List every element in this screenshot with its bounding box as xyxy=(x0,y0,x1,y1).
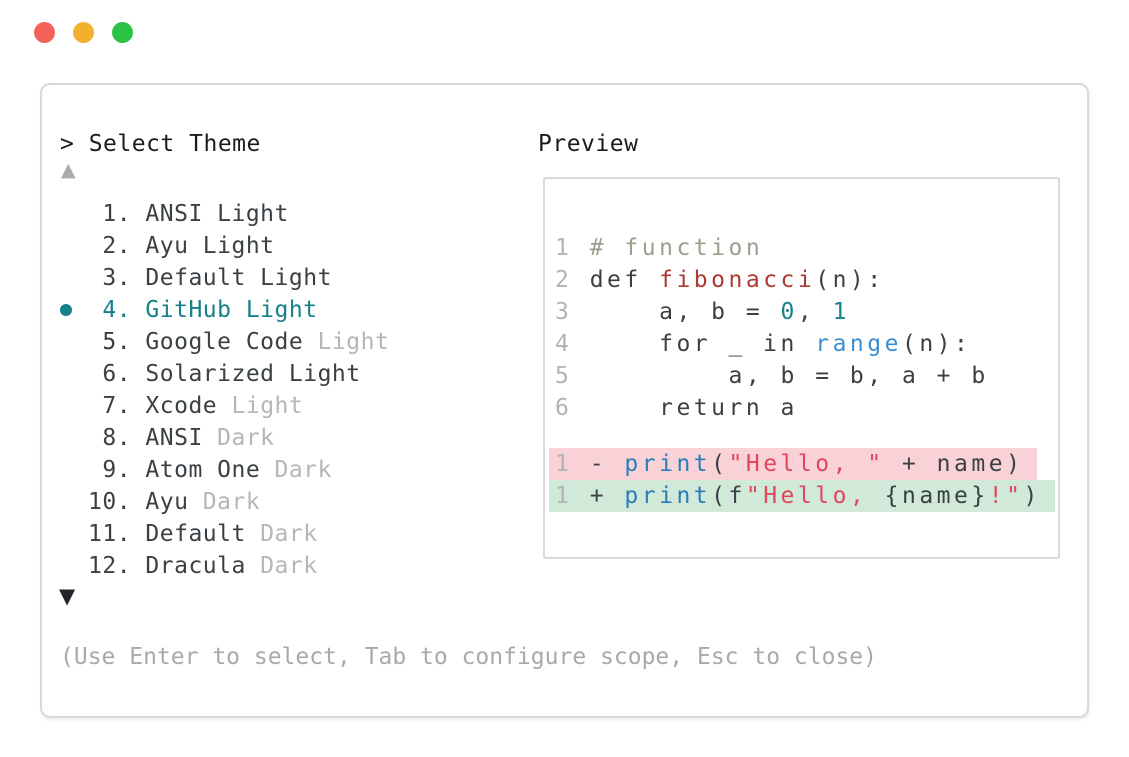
theme-item-number: 1. xyxy=(88,201,132,227)
theme-item-number: 8. xyxy=(88,425,132,451)
theme-item-number: 6. xyxy=(88,361,132,387)
traffic-lights xyxy=(34,22,133,43)
theme-item-dracula[interactable]: 12. Dracula Dark xyxy=(42,550,389,582)
theme-item-google-code[interactable]: 5. Google Code Light xyxy=(42,326,389,358)
code-line: 5 a, b = b, a + b xyxy=(555,363,989,389)
theme-item-label-muted: Dark xyxy=(260,457,332,483)
preview-pane: 1 # function 2 def fibonacci(n): 3 a, b = … xyxy=(543,177,1060,559)
traffic-light-minimize-button[interactable] xyxy=(73,22,94,43)
theme-item-ayu-light[interactable]: 2. Ayu Light xyxy=(42,230,389,262)
theme-item-label: Xcode xyxy=(145,393,218,419)
selected-bullet-icon xyxy=(60,304,72,316)
code-line: 3 a, b = 0, 1 xyxy=(555,299,850,325)
theme-item-label: Default xyxy=(145,521,246,547)
theme-item-label-muted: Dark xyxy=(245,521,318,547)
theme-item-label: Ayu xyxy=(145,489,189,515)
code-line: 6 return a xyxy=(555,395,798,421)
diff-lines: 1 - print("Hello, " + name)1 + print(f"H… xyxy=(549,448,1055,512)
theme-item-label: Default Light xyxy=(145,265,332,291)
theme-item-label: Google Code xyxy=(145,329,304,355)
scroll-up-icon[interactable]: ▲ xyxy=(61,159,76,181)
theme-item-label: Ayu Light xyxy=(145,233,275,259)
traffic-light-close-button[interactable] xyxy=(34,22,55,43)
traffic-light-zoom-button[interactable] xyxy=(112,22,133,43)
theme-item-ansi-light[interactable]: 1. ANSI Light xyxy=(42,198,389,230)
theme-item-label: ANSI Light xyxy=(145,201,289,227)
theme-item-atom-one[interactable]: 9. Atom One Dark xyxy=(42,454,389,486)
theme-item-number: 3. xyxy=(88,265,132,291)
theme-picker-dialog: > Select Theme ▲ 1. ANSI Light 2. Ayu Li… xyxy=(40,83,1089,718)
theme-item-default-light[interactable]: 3. Default Light xyxy=(42,262,389,294)
theme-item-solarized-light[interactable]: 6. Solarized Light xyxy=(42,358,389,390)
theme-item-label: GitHub Light xyxy=(145,297,318,323)
theme-list: 1. ANSI Light 2. Ayu Light 3. Default Li… xyxy=(42,198,389,582)
theme-item-label: Dracula xyxy=(145,553,246,579)
theme-item-label: ANSI xyxy=(145,425,203,451)
preview-label: Preview xyxy=(538,131,639,157)
code-line: 1 # function xyxy=(555,235,764,261)
theme-item-number: 9. xyxy=(88,457,132,483)
code-lines: 1 # function 2 def fibonacci(n): 3 a, b = … xyxy=(555,232,1050,424)
theme-item-label: Atom One xyxy=(145,457,261,483)
theme-item-default[interactable]: 11. Default Dark xyxy=(42,518,389,550)
diff-line-added: 1 + print(f"Hello, {name}!") xyxy=(549,480,1055,512)
theme-item-ayu[interactable]: 10. Ayu Dark xyxy=(42,486,389,518)
code-line: 4 for _ in range(n): xyxy=(555,331,972,357)
theme-item-github-light[interactable]: 4. GitHub Light xyxy=(42,294,389,326)
theme-item-label: Solarized Light xyxy=(145,361,361,387)
theme-item-label-muted: Dark xyxy=(245,553,318,579)
theme-item-label-muted: Light xyxy=(217,393,304,419)
theme-item-label-muted: Dark xyxy=(188,489,261,515)
theme-item-label-muted: Light xyxy=(303,329,390,355)
code-line: 2 def fibonacci(n): xyxy=(555,267,885,293)
theme-item-number: 7. xyxy=(88,393,132,419)
theme-item-number: 2. xyxy=(88,233,132,259)
select-theme-prompt: > Select Theme xyxy=(60,131,261,157)
theme-item-number: 12. xyxy=(88,553,132,579)
theme-item-ansi[interactable]: 8. ANSI Dark xyxy=(42,422,389,454)
diff-line-removed: 1 - print("Hello, " + name) xyxy=(549,448,1038,480)
theme-item-number: 11. xyxy=(88,521,132,547)
theme-item-number: 10. xyxy=(88,489,132,515)
theme-item-number: 4. xyxy=(88,297,132,323)
theme-item-label-muted: Dark xyxy=(202,425,275,451)
help-text: (Use Enter to select, Tab to configure s… xyxy=(60,644,877,670)
theme-item-xcode[interactable]: 7. Xcode Light xyxy=(42,390,389,422)
theme-item-number: 5. xyxy=(88,329,132,355)
scroll-down-icon[interactable]: ▼ xyxy=(59,584,76,608)
